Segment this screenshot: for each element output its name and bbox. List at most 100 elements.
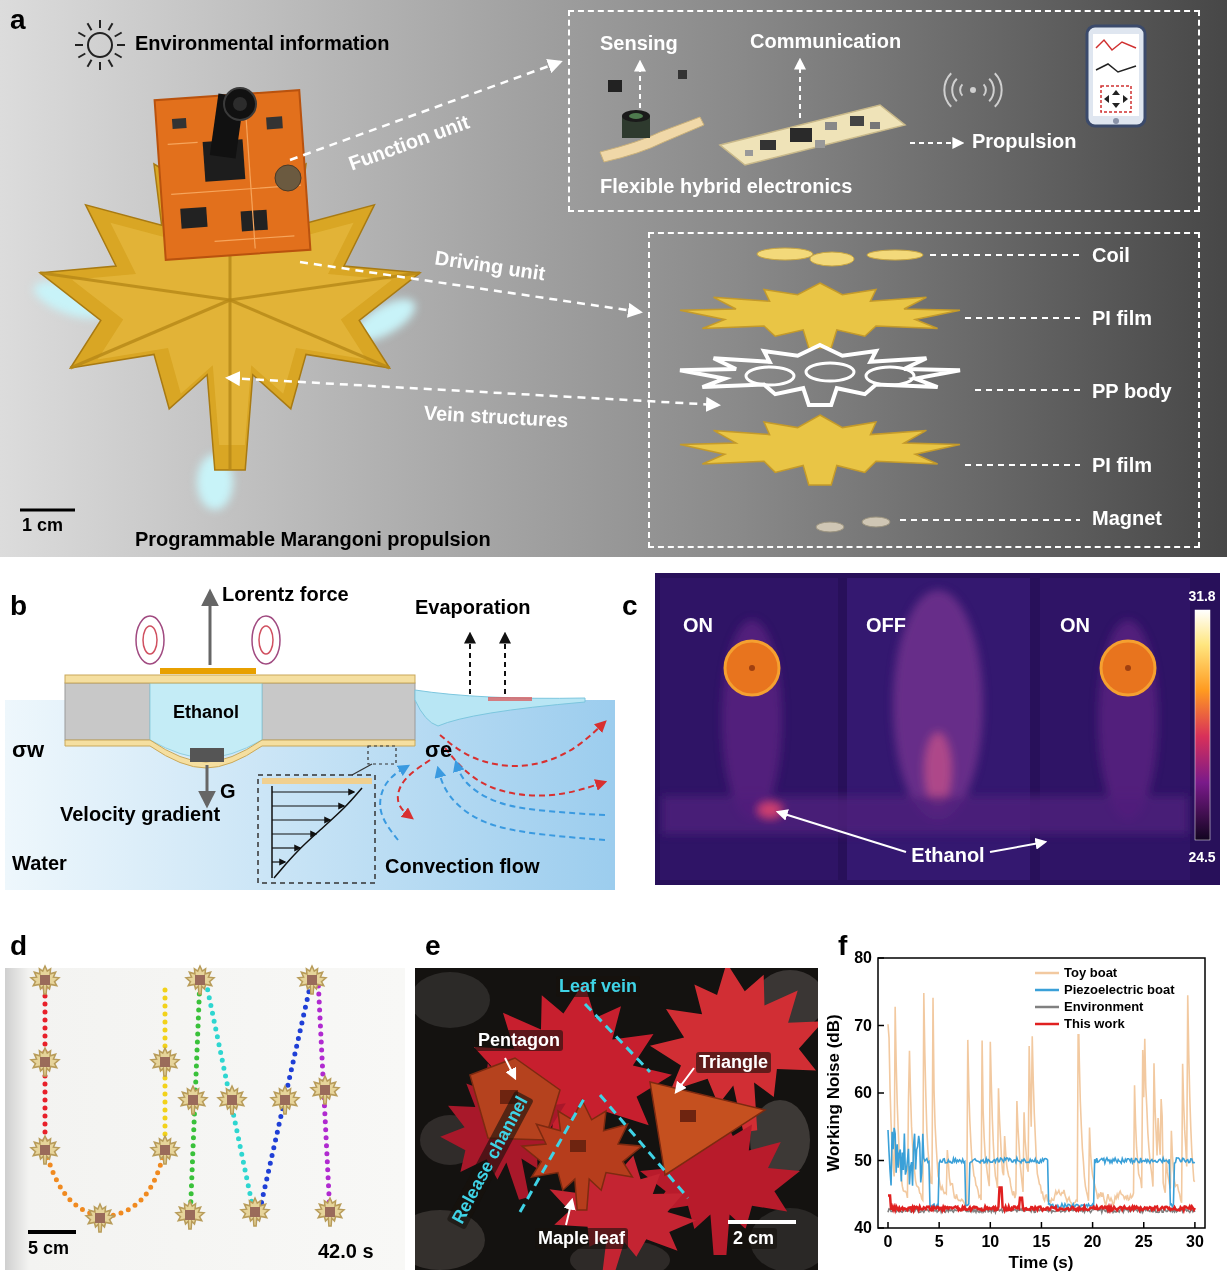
- leaf-photo: [570, 1140, 586, 1152]
- part-label: PI film: [1092, 454, 1152, 477]
- callout-label: Release channel: [446, 1090, 533, 1230]
- marangoni-schematic: [380, 766, 408, 840]
- thermal-image: [660, 578, 838, 880]
- part-label: PI film: [1092, 307, 1152, 330]
- panel-a-illustration: [224, 88, 256, 120]
- thermal-image: [655, 573, 1220, 885]
- layer-stack-illustration: [680, 415, 960, 485]
- part-label: PP body: [1092, 380, 1172, 403]
- trajectory-photo: [95, 1213, 105, 1223]
- electronics-illustration: [870, 122, 880, 129]
- thermal-image: [1098, 620, 1158, 820]
- heading-label: Environmental information: [135, 32, 389, 55]
- panel-letter: d: [10, 930, 27, 962]
- marangoni-schematic: [65, 683, 150, 740]
- trajectory-photo: [40, 1057, 50, 1067]
- noise-chart: [990, 1222, 992, 1228]
- panel-a-illustration: [99, 20, 101, 28]
- noise-chart: [1041, 1222, 1043, 1228]
- thermal-image: [778, 812, 906, 852]
- symbol-label: σe: [425, 737, 452, 762]
- layer-stack-illustration: [810, 252, 854, 266]
- panel-a-illustration: [0, 0, 1227, 557]
- trajectory-photo: [218, 1086, 246, 1114]
- marangoni-schematic: [272, 833, 316, 834]
- trajectory-photo: [271, 1086, 299, 1114]
- legend-sample: [1034, 985, 1060, 995]
- callout-label: Pentagon: [475, 1030, 563, 1051]
- state-label: OFF: [866, 614, 906, 637]
- noise-chart: [888, 1188, 1195, 1211]
- legend-sample: [1034, 1019, 1060, 1029]
- thermal-image: [893, 590, 983, 820]
- leaf-photo: [650, 1082, 765, 1175]
- electronics-illustration: [608, 80, 622, 92]
- axis-tick: 30: [1186, 1233, 1204, 1251]
- noise-chart: [878, 958, 1205, 1228]
- callout-label: Ethanol: [173, 702, 239, 723]
- leaf-photo: [600, 1095, 688, 1198]
- axis-tick: 50: [854, 1151, 872, 1169]
- part-label: Sensing: [600, 32, 678, 55]
- part-label: Propulsion: [972, 130, 1076, 153]
- layer-stack-illustration: [866, 367, 914, 385]
- marangoni-schematic: [143, 626, 157, 654]
- marangoni-schematic: [136, 616, 164, 664]
- thermal-image: [1195, 610, 1210, 840]
- marangoni-schematic: [456, 762, 605, 815]
- noise-chart: [938, 1222, 940, 1228]
- electronics-illustration: [600, 117, 704, 162]
- thermal-image: [725, 641, 779, 695]
- trajectory-photo: [280, 1095, 290, 1105]
- legend-row: Piezoelectric boat: [1034, 981, 1175, 998]
- layer-stack-illustration: [965, 464, 1080, 466]
- marangoni-schematic: [262, 778, 372, 784]
- trajectory-photo: [160, 1057, 170, 1067]
- electronics-illustration: [952, 79, 957, 101]
- electronics-illustration: [944, 73, 951, 107]
- electronics-illustration: [995, 73, 1002, 107]
- panel-a-illustration: [266, 116, 283, 129]
- marangoni-schematic: [5, 592, 615, 890]
- electronics-illustration: [745, 150, 753, 156]
- panel-a-illustration: [275, 165, 301, 191]
- callout-label: Vein structures: [423, 402, 569, 433]
- marangoni-schematic: [440, 722, 605, 766]
- trajectory-photo: [31, 1136, 59, 1164]
- thermal-image: [847, 578, 1030, 880]
- legend-sample: [1034, 968, 1060, 978]
- marangoni-schematic: [272, 847, 300, 848]
- legend-box: Toy boatPiezoelectric boatEnvironmentThi…: [1030, 962, 1179, 1034]
- electronics-illustration: [989, 79, 994, 101]
- noise-chart: [878, 957, 884, 959]
- trajectory-photo: [31, 1048, 59, 1076]
- part-label: Magnet: [1092, 507, 1162, 530]
- symbol-label: σw: [12, 737, 44, 762]
- leaf-photo: [585, 1004, 650, 1072]
- panel-letter: c: [622, 590, 638, 622]
- trajectory-photo: [227, 1095, 237, 1105]
- layer-stack-illustration: [757, 248, 813, 260]
- scale-label: 2 cm: [730, 1228, 777, 1249]
- trajectory-photo: [298, 966, 326, 994]
- axis-tick: 60: [854, 1084, 872, 1102]
- electronics-illustration: [960, 84, 962, 95]
- panel-a-illustration: [78, 54, 85, 58]
- thermal-image: [1101, 641, 1155, 695]
- legend-sample-line: [1035, 971, 1059, 974]
- callout-label: Triangle: [696, 1052, 771, 1073]
- symbol-label: G: [220, 780, 236, 803]
- callout-label: Ethanol: [911, 844, 984, 867]
- panel-a-illustration: [230, 273, 420, 300]
- trajectory-photo: [316, 1198, 344, 1226]
- layer-stack-illustration: [680, 248, 1080, 532]
- panel-a-illustration: [117, 44, 125, 46]
- trajectory-photo: [179, 1086, 207, 1114]
- electronics-illustration: [790, 128, 812, 142]
- legend-sample: [1034, 1002, 1060, 1012]
- marangoni-schematic: [209, 592, 212, 665]
- axis-tick: 40: [854, 1219, 872, 1237]
- trajectory-photo: [258, 978, 312, 1218]
- layer-stack-illustration: [806, 363, 854, 381]
- panel-a-illustration: [230, 300, 390, 368]
